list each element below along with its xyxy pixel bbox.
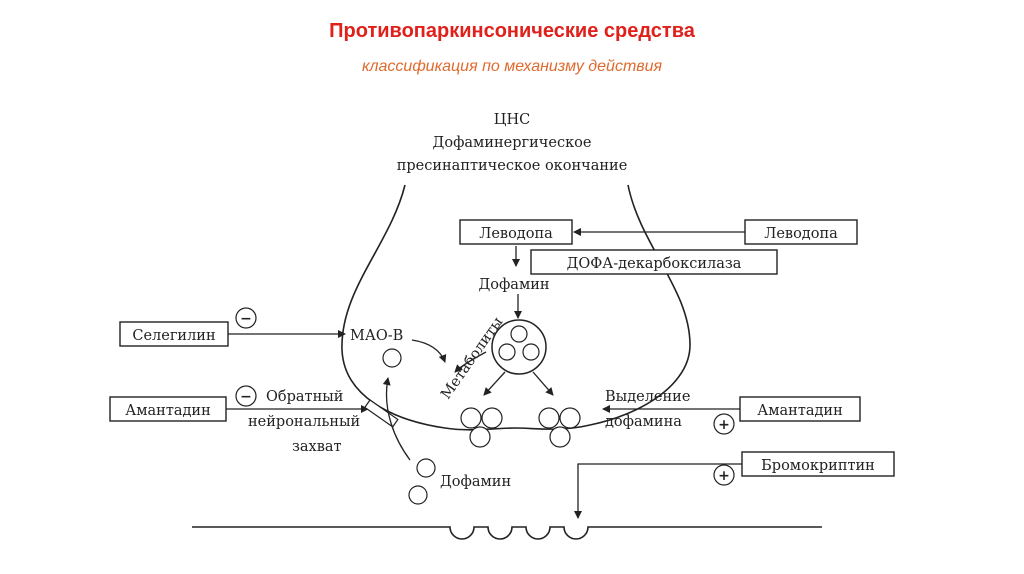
bromocriptine-box <box>741 451 895 477</box>
levodopa-inner-box <box>459 219 573 245</box>
dopamine-molecule <box>408 485 428 505</box>
dopamine-bottom-label: Дофамин <box>440 474 511 490</box>
levodopa-outer-label: Леводопа <box>764 226 838 242</box>
vesicle-transport-arrow <box>483 371 506 396</box>
dopamine-molecule <box>382 348 402 368</box>
vesicle-granule <box>498 343 516 361</box>
metabolites-arrow <box>454 351 487 373</box>
minus-sign-text: − <box>240 311 252 327</box>
vesicle-transport-arrow <box>532 371 554 396</box>
release-vesicle <box>481 407 503 429</box>
dopa-decarboxylase-label: ДОФА-декарбоксилаза <box>567 256 742 272</box>
cns-label-line3: пресинаптическое окончание <box>397 158 628 174</box>
amantadine-right-label: Амантадин <box>757 403 843 419</box>
vesicle-granule <box>510 325 528 343</box>
reuptake-arrow <box>382 377 411 461</box>
selegiline-label: Селегилин <box>132 328 215 344</box>
release-label-line2: дофамина <box>605 414 682 430</box>
levodopa-outer-box <box>744 219 858 245</box>
storage-vesicle <box>491 319 547 375</box>
plus-sign-icon <box>713 464 735 486</box>
cns-label-line2: Дофаминергическое <box>433 135 592 151</box>
dopa-decarboxylase-box <box>530 249 778 275</box>
selegiline-box <box>119 321 229 347</box>
reuptake-label-line3: захват <box>292 439 342 455</box>
release-vesicle <box>538 407 560 429</box>
plus-sign-text: + <box>718 468 730 484</box>
release-vesicle <box>549 426 571 448</box>
release-vesicle <box>559 407 581 429</box>
minus-sign-text: − <box>240 389 252 405</box>
minus-sign-icon <box>235 307 257 329</box>
minus-sign-icon <box>235 385 257 407</box>
release-label: Выделение <box>605 389 690 405</box>
page-subtitle: классификация по механизму действия <box>361 58 663 75</box>
mao-b-label: МАО-В <box>350 328 403 344</box>
plus-sign-text: + <box>718 417 730 433</box>
amantadine-left-box <box>109 396 227 422</box>
reuptake-label-line2: нейрональный <box>248 414 360 430</box>
metabolism-arrow <box>411 339 447 363</box>
plus-sign-icon <box>713 413 735 435</box>
cns-label: ЦНС <box>494 112 530 128</box>
reuptake-label: Обратный <box>266 389 343 405</box>
postsynaptic-membrane <box>192 526 822 540</box>
dopamine-top-label: Дофамин <box>478 277 549 293</box>
vesicle-granule <box>522 343 540 361</box>
amantadine-left-label: Амантадин <box>125 403 211 419</box>
release-vesicle <box>460 407 482 429</box>
release-vesicle <box>469 426 491 448</box>
levodopa-inner-label: Леводопа <box>479 226 553 242</box>
bromocriptine-label: Бромокриптин <box>761 458 875 474</box>
page-title: Противопаркинсонические средства <box>329 20 695 42</box>
bromocriptine-receptor-arrow <box>574 463 742 519</box>
dopamine-molecule <box>416 458 436 478</box>
